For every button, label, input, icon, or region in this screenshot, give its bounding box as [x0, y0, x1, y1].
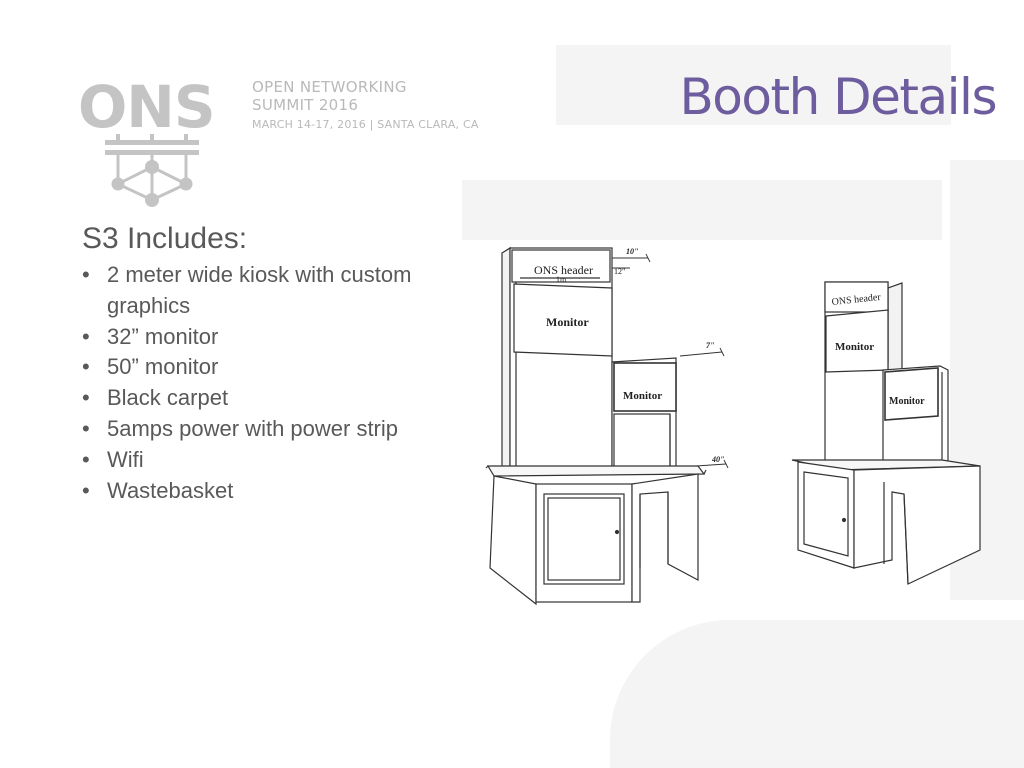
dim-counter: 40": [711, 455, 724, 464]
side-monitor-small-label: Monitor: [889, 396, 925, 407]
network-logo-icon: [105, 134, 199, 207]
side-header-label: ONS header: [831, 292, 882, 308]
list-item: • Black carpet: [82, 383, 452, 414]
front-view-booth: [485, 246, 707, 606]
front-monitor-small-label: Monitor: [623, 390, 662, 402]
front-header-label: ONS header: [534, 263, 593, 277]
includes-heading: S3 Includes:: [82, 222, 248, 255]
dimension-markers: [612, 253, 729, 469]
list-item: • 50” monitor: [82, 352, 452, 383]
dim-header-height: 12": [614, 267, 625, 276]
dim-header-depth: 10": [626, 247, 638, 256]
summit-name-line2: SUMMIT 2016: [252, 96, 359, 114]
list-item-text: 5amps power with power strip: [107, 415, 399, 441]
summit-name-line1: OPEN NETWORKING: [252, 78, 407, 96]
list-item: • Wifi: [82, 445, 452, 476]
list-item: • 32” monitor: [82, 322, 452, 353]
background-shape-mid: [462, 180, 942, 240]
includes-list: • 2 meter wide kiosk with custom graphics…: [82, 260, 452, 506]
list-item-text: Wastebasket: [107, 477, 234, 503]
bullet: •: [82, 415, 90, 441]
list-item: • 5amps power with power strip: [82, 414, 452, 445]
page-title: Booth Details: [679, 68, 997, 126]
dim-monitor: 7": [706, 341, 714, 350]
side-monitor-large-label: Monitor: [835, 341, 874, 353]
bullet: •: [82, 385, 90, 411]
list-item-text: 32” monitor: [107, 323, 219, 349]
ons-wordmark: ONS: [78, 73, 216, 141]
booth-drawing: ONS header 1m Monitor Monitor 10" 12" 7"…: [485, 246, 981, 606]
list-item: • 2 meter wide kiosk with custom graphics: [82, 260, 447, 322]
bullet: •: [82, 262, 90, 287]
bullet: •: [82, 477, 90, 503]
list-item: • Wastebasket: [82, 476, 452, 507]
summit-info: OPEN NETWORKING SUMMIT 2016 MARCH 14-17,…: [252, 78, 479, 136]
bullet: •: [82, 446, 90, 472]
background-shape-bottom: [610, 620, 1024, 768]
summit-date-location: MARCH 14-17, 2016 | SANTA CLARA, CA: [252, 118, 479, 131]
side-view-booth: [791, 281, 981, 585]
includes-section: S3 Includes: • 2 meter wide kiosk with cu…: [82, 222, 452, 506]
list-item-text: 2 meter wide kiosk with custom graphics: [107, 262, 412, 318]
bullet: •: [82, 354, 90, 380]
list-item-text: 50” monitor: [107, 354, 219, 380]
ons-logo: ONS OPEN NETWORKING SUMMIT 2016 MARCH 14…: [78, 78, 498, 208]
bullet: •: [82, 323, 90, 349]
front-monitor-large-label: Monitor: [546, 315, 589, 329]
front-header-width: 1m: [556, 275, 567, 284]
background-shape-top: [556, 45, 951, 125]
list-item-text: Black carpet: [107, 385, 229, 411]
list-item-text: Wifi: [107, 446, 144, 472]
